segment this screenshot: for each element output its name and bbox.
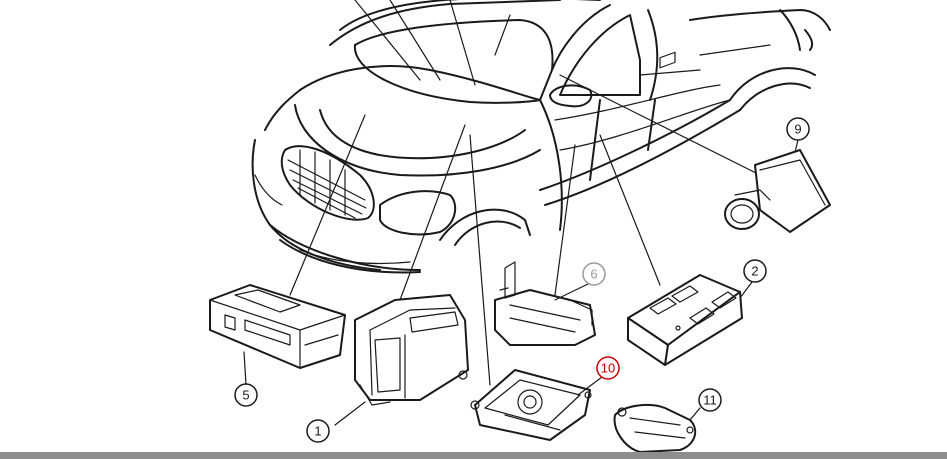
bottom-bar — [0, 452, 947, 459]
callout-6-label: 6 — [590, 267, 597, 282]
part-1-module — [334, 294, 469, 426]
callout-5: 5 — [234, 383, 258, 407]
callout-6: 6 — [582, 262, 606, 286]
callout-10-label: 10 — [601, 361, 615, 376]
callout-1: 1 — [306, 419, 330, 443]
car-illustration — [251, 0, 831, 274]
part-11-actuator — [613, 403, 701, 453]
callout-9-label: 9 — [794, 122, 801, 137]
part-5-module — [209, 284, 346, 386]
callout-10: 10 — [596, 356, 620, 380]
callout-2: 2 — [743, 259, 767, 283]
callout-5-label: 5 — [242, 388, 249, 403]
callout-11: 11 — [698, 388, 722, 412]
part-2-switch-panel — [627, 51, 753, 366]
callout-9: 9 — [786, 117, 810, 141]
callout-11-label: 11 — [703, 393, 717, 408]
part-9-sensor — [724, 139, 831, 233]
callout-2-label: 2 — [751, 264, 758, 279]
part-10-module — [470, 369, 603, 441]
part-6-bracket — [494, 261, 596, 346]
callout-1-label: 1 — [314, 424, 321, 439]
